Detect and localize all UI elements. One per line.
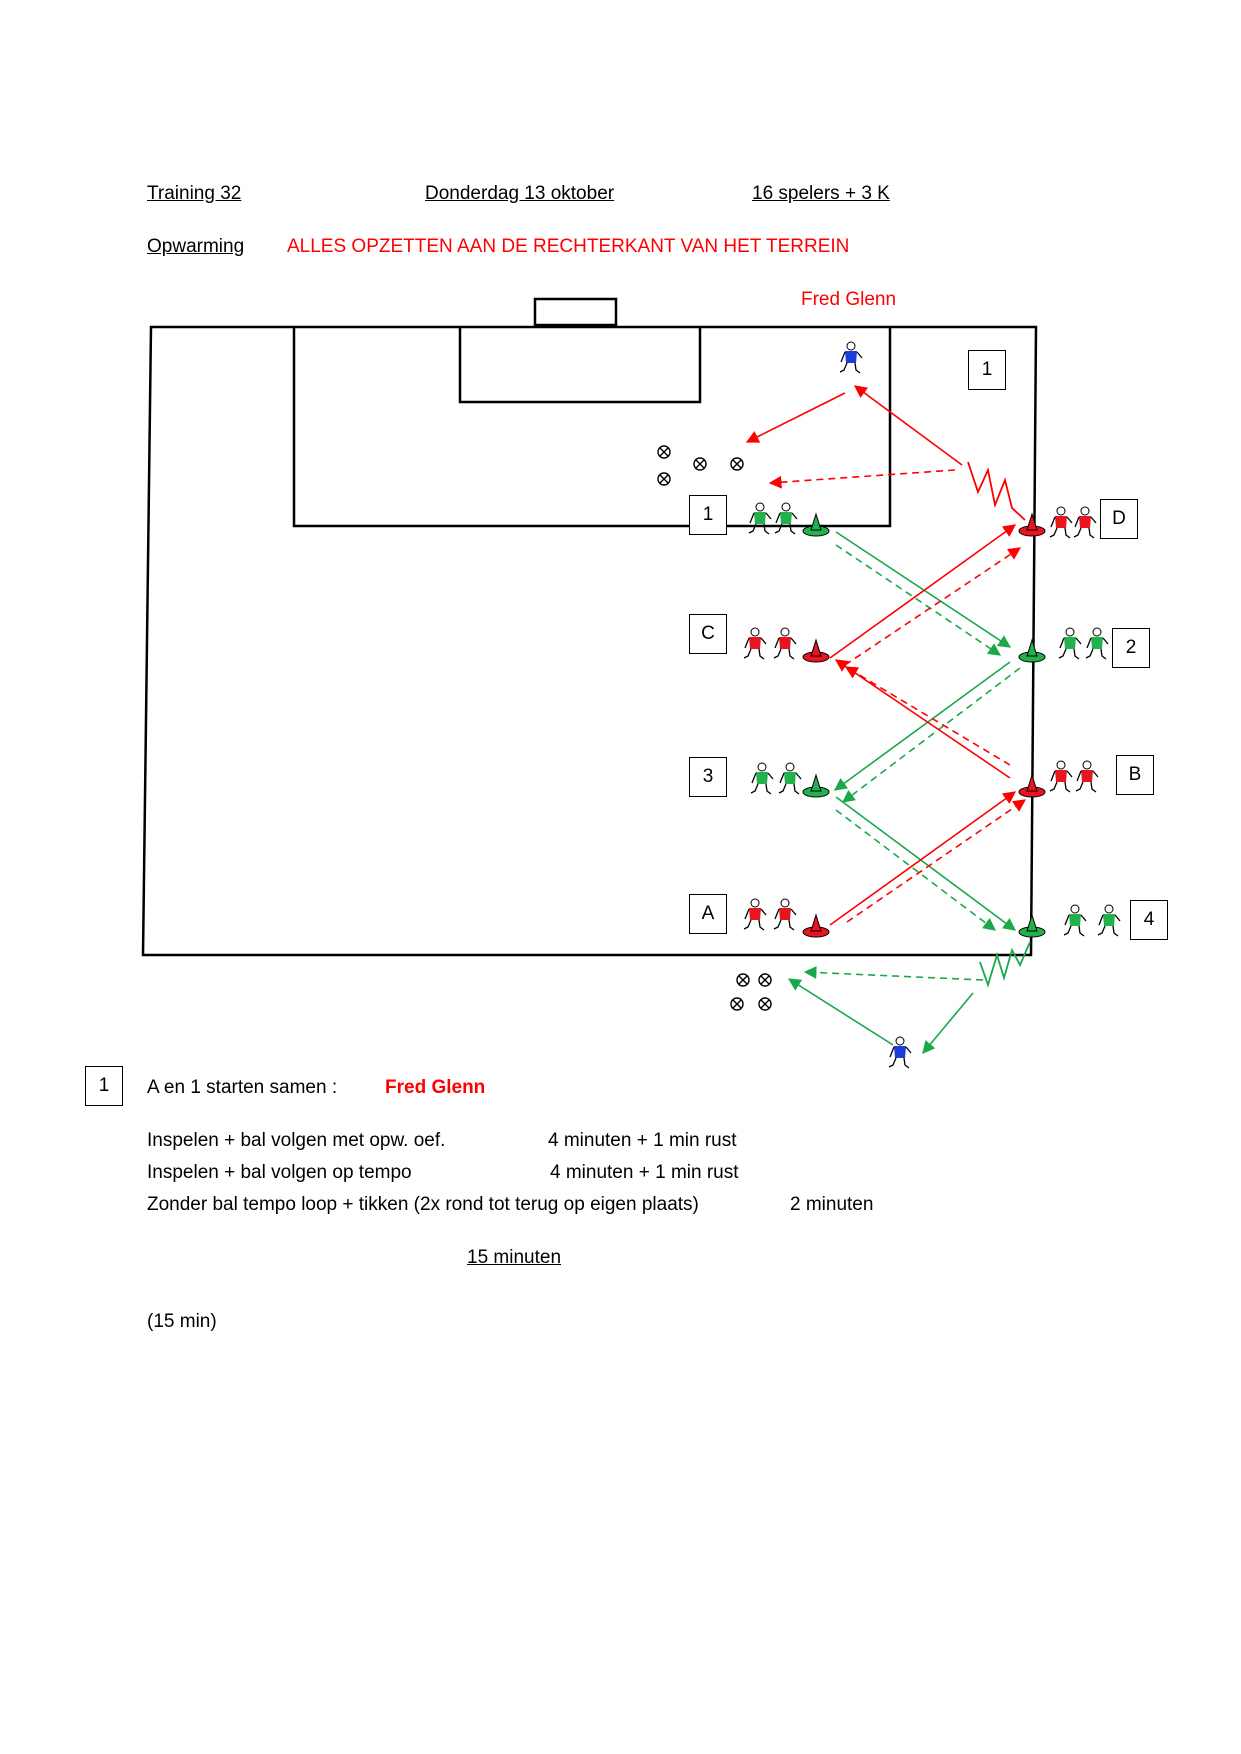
station-label-c: C bbox=[689, 614, 727, 654]
exercise-total: 15 minuten bbox=[467, 1247, 562, 1268]
red-player-icon bbox=[1075, 760, 1099, 793]
setup-instruction: ALLES OPZETTEN AAN DE RECHTERKANT VAN HE… bbox=[287, 236, 850, 257]
coach-arrows-bottom bbox=[787, 941, 1031, 1054]
station-label-a: A bbox=[689, 894, 727, 934]
green-player-icon bbox=[1063, 904, 1087, 937]
ball-icon bbox=[730, 997, 744, 1011]
ball-icon bbox=[758, 997, 772, 1011]
exercise-line-3: Zonder bal tempo loop + tikken (2x rond … bbox=[147, 1194, 699, 1215]
ball-stack-top bbox=[657, 445, 744, 486]
station-label-d: D bbox=[1100, 499, 1138, 539]
green-player-icon bbox=[750, 762, 774, 795]
station-label-1: 1 bbox=[689, 495, 727, 535]
training-field-diagram bbox=[141, 297, 1121, 1069]
training-date: Donderdag 13 oktober bbox=[425, 183, 615, 204]
exercise-number-box: 1 bbox=[968, 350, 1006, 390]
exercise-line-1: Inspelen + bal volgen met opw. oef. bbox=[147, 1130, 446, 1151]
section-title: Opwarming bbox=[147, 236, 245, 257]
red-player-icon bbox=[1049, 760, 1073, 793]
green-player-icon bbox=[1085, 627, 1109, 660]
green-player-icon bbox=[778, 762, 802, 795]
exercise-coaches: Fred Glenn bbox=[385, 1077, 486, 1098]
exercise-footer: (15 min) bbox=[147, 1311, 217, 1332]
green-player-icon bbox=[748, 502, 772, 535]
field-lines bbox=[141, 297, 1038, 957]
coach-icon bbox=[839, 341, 863, 374]
ball-icon bbox=[693, 457, 707, 471]
green-player-icon bbox=[1097, 904, 1121, 937]
training-title: Training 32 bbox=[147, 183, 242, 204]
exercise-duration-2: 4 minuten + 1 min rust bbox=[550, 1162, 739, 1183]
station-label-4: 4 bbox=[1130, 900, 1168, 940]
ball-icon bbox=[657, 472, 671, 486]
coach-icon bbox=[888, 1036, 912, 1069]
station-label-3: 3 bbox=[689, 757, 727, 797]
ball-icon bbox=[730, 457, 744, 471]
red-player-icon bbox=[773, 627, 797, 660]
red-player-icon bbox=[743, 898, 767, 931]
coach-arrows-top bbox=[745, 385, 1026, 521]
cone-icons bbox=[802, 512, 1046, 938]
pass-arrows bbox=[829, 524, 1027, 931]
player-count: 16 spelers + 3 K bbox=[752, 183, 890, 204]
exercise-line-2: Inspelen + bal volgen op tempo bbox=[147, 1162, 412, 1183]
exercise-number: 1 bbox=[85, 1066, 123, 1106]
exercise-duration-1: 4 minuten + 1 min rust bbox=[548, 1130, 737, 1151]
green-player-icon bbox=[774, 502, 798, 535]
ball-icon bbox=[736, 973, 750, 987]
ball-icon bbox=[657, 445, 671, 459]
coaches-top: Fred Glenn bbox=[801, 289, 897, 310]
red-player-icon bbox=[743, 627, 767, 660]
green-player-icon bbox=[1058, 627, 1082, 660]
red-player-icon bbox=[1073, 506, 1097, 539]
exercise-duration-3: 2 minuten bbox=[790, 1194, 874, 1215]
exercise-intro: A en 1 starten samen : bbox=[147, 1077, 338, 1098]
ball-icon bbox=[758, 973, 772, 987]
red-player-icon bbox=[1049, 506, 1073, 539]
red-player-icon bbox=[773, 898, 797, 931]
station-label-b: B bbox=[1116, 755, 1154, 795]
station-label-2: 2 bbox=[1112, 628, 1150, 668]
ball-stack-bottom bbox=[730, 973, 772, 1011]
